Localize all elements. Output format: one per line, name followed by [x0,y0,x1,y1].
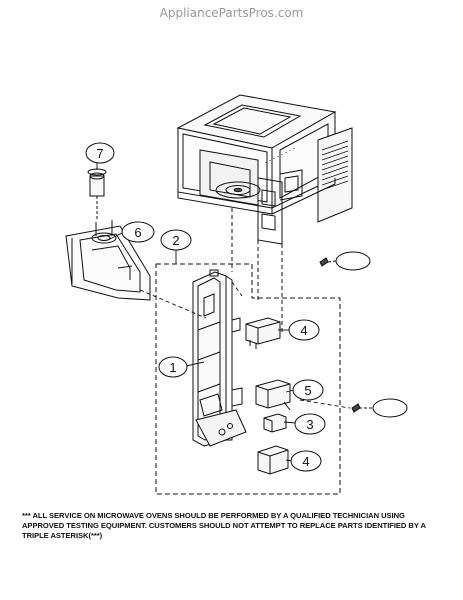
screw-upper [319,257,329,267]
svg-text:2: 2 [172,233,179,248]
svg-text:3: 3 [306,417,313,432]
assembly-2-enclosure [155,263,341,495]
screw-lower [351,403,361,413]
footnote-line-2: APPROVED TESTING EQUIPMENT. CUSTOMERS SH… [22,520,426,530]
part-7-actuator [87,168,107,220]
part-1-latch-board [192,269,247,447]
part-3-switch-small [263,413,287,433]
oven-cavity-assembly [176,94,353,332]
footnote-line-3: TRIPLE ASTERISK(***) [22,530,103,540]
callout-leaders [96,163,372,462]
svg-text:6: 6 [134,225,141,240]
part-4-switch-lower [257,445,289,475]
callout-blank-upper [335,251,371,271]
svg-text:1: 1 [169,360,176,375]
callout-blank-lower [372,398,408,418]
callout-5: 5 [292,379,324,401]
callout-6: 6 [121,221,155,243]
svg-text:4: 4 [302,454,309,469]
svg-text:5: 5 [304,383,311,398]
footnote-line-1: *** ALL SERVICE ON MICROWAVE OVENS SHOUL… [22,511,405,520]
part-5-switch [255,379,291,411]
callout-2: 2 [160,229,192,251]
callout-7: 7 [85,142,115,164]
service-warning-footnote: *** ALL SERVICE ON MICROWAVE OVENS SHOUL… [22,511,454,540]
svg-text:7: 7 [96,146,103,161]
callout-3: 3 [294,413,326,435]
part-6-bracket [65,220,151,301]
part-4-switch-upper [245,317,281,349]
callout-1: 1 [158,356,188,378]
callout-4-lower: 4 [290,450,322,472]
watermark: AppliancePartsPros.com [159,6,304,20]
svg-text:4: 4 [300,323,307,338]
callout-4-upper: 4 [288,319,320,341]
